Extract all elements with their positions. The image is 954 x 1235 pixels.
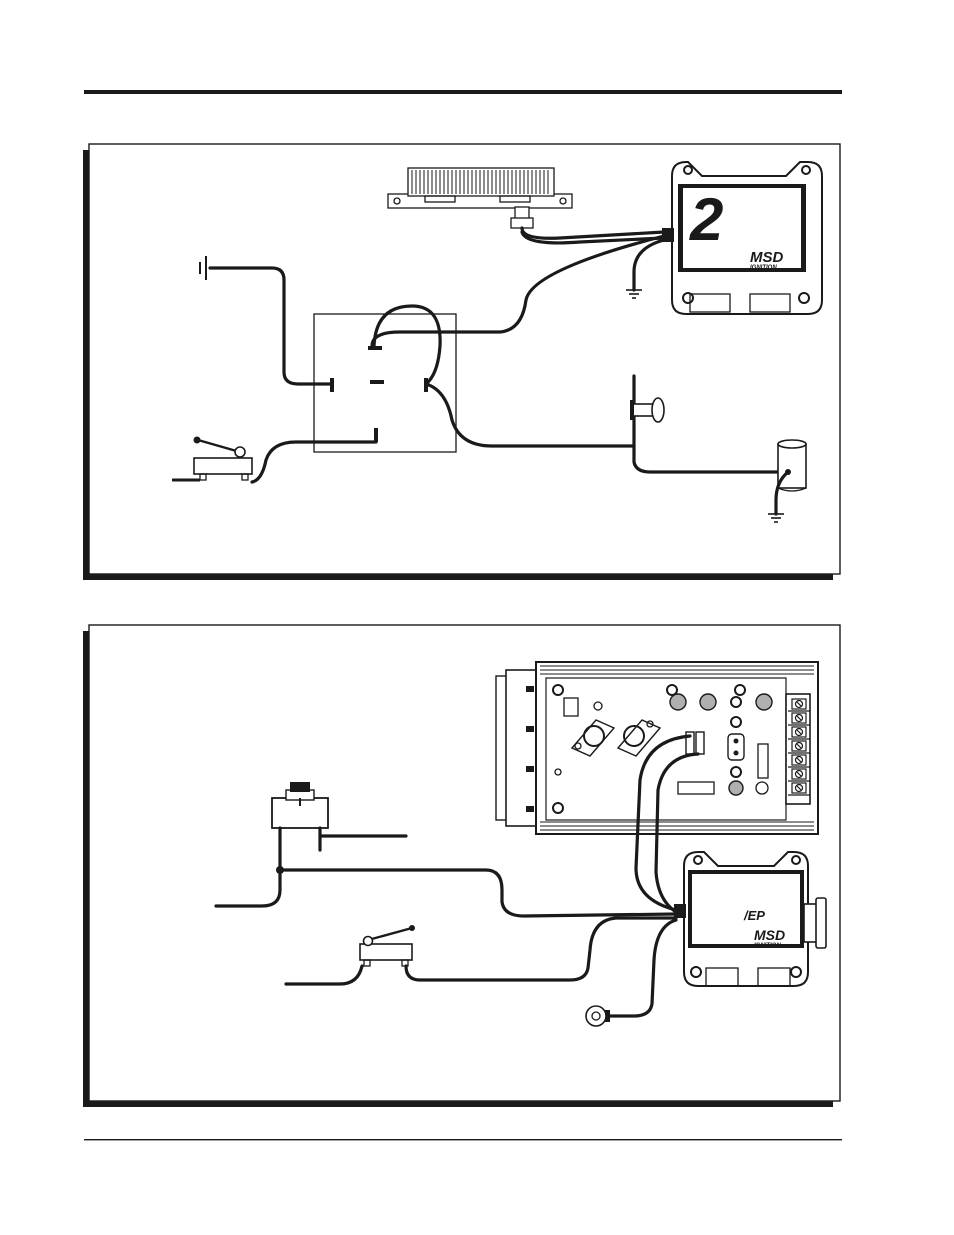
terminal-strip [786, 694, 810, 804]
msd-brand-label-ep: MSD [754, 927, 785, 943]
footer-rule [84, 1139, 842, 1140]
ignition-sub-label: IGNITION [750, 265, 777, 271]
msd-brand-label: MSD [750, 249, 784, 266]
diagram-bottom: /EP MSD IGNITION [83, 625, 840, 1107]
header-rule [84, 90, 842, 94]
ignition-sub-label-ep: IGNITION [754, 943, 781, 949]
msd-ignition-box-bottom: /EP MSD IGNITION [674, 852, 826, 986]
ignition-model-label-ep: /EP [743, 908, 765, 923]
msd-ignition-box-top: 2 MSD IGNITION [662, 162, 822, 314]
diagram-top: 2 MSD IGNITION [83, 144, 840, 580]
ignition-model-label: 2 [689, 186, 723, 253]
